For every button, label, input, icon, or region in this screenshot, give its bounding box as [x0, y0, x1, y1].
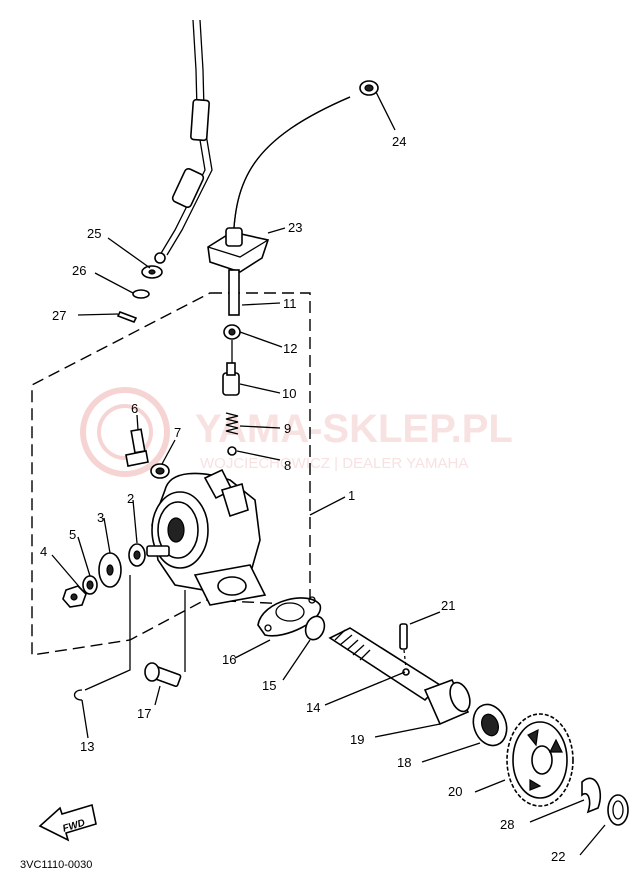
callout-15: 15 [262, 678, 276, 693]
callout-27: 27 [52, 308, 66, 323]
hose-clip [223, 324, 241, 340]
washer-25 [141, 265, 163, 279]
callout-3: 3 [97, 510, 104, 525]
callout-13: 13 [80, 739, 94, 754]
callout-5: 5 [69, 527, 76, 542]
nut-4 [62, 585, 87, 608]
callout-25: 25 [87, 226, 101, 241]
bolt-17 [144, 662, 182, 688]
callout-1: 1 [348, 488, 355, 503]
ring-26 [132, 289, 150, 299]
diagram-code: 3VC1110-0030 [20, 859, 92, 871]
spring [225, 412, 239, 435]
oil-hose-tube [228, 269, 240, 316]
callout-12: 12 [283, 341, 297, 356]
callout-7: 7 [174, 425, 181, 440]
oil-pump-body [146, 468, 267, 606]
callout-labels: 1 2 3 4 5 6 7 8 9 10 11 12 13 14 15 16 1… [40, 134, 565, 864]
callout-11: 11 [283, 296, 297, 311]
watermark-subtitle: WOJCIECHOWICZ | DEALER YAMAHA [200, 455, 468, 472]
collar-19 [423, 679, 471, 726]
forward-direction-arrow: FWD [38, 803, 97, 842]
callout-10: 10 [282, 386, 296, 401]
callout-6: 6 [131, 401, 138, 416]
callout-16: 16 [222, 652, 236, 667]
screw-6 [125, 428, 149, 467]
pin-21 [399, 623, 408, 650]
oring-15 [304, 615, 326, 641]
washer-7 [150, 463, 170, 479]
washer-5 [82, 575, 98, 595]
oil-delivery-pipe [232, 96, 351, 246]
pulley-3 [98, 552, 122, 588]
leader-lines [51, 91, 606, 856]
cap-nut [359, 80, 379, 96]
throttle-cable [154, 19, 213, 264]
callout-2: 2 [127, 491, 134, 506]
circlip-22 [607, 794, 629, 826]
banjo-bolt [222, 362, 240, 396]
callout-8: 8 [284, 458, 291, 473]
screw-27 [116, 310, 138, 324]
washer-2 [128, 543, 146, 567]
callout-17: 17 [137, 706, 151, 721]
callout-24: 24 [392, 134, 406, 149]
callout-4: 4 [40, 544, 47, 559]
callout-14: 14 [306, 700, 320, 715]
watermark-logo-icon [80, 387, 170, 477]
drive-gear-20 [506, 713, 574, 807]
pump-drive-shaft [328, 627, 442, 702]
clip-13 [73, 689, 83, 701]
callout-18: 18 [397, 755, 411, 770]
watermark-title: YAMA-SKLEP.PL [195, 407, 513, 451]
pump-assembly-outline [31, 292, 311, 656]
callout-19: 19 [350, 732, 364, 747]
callout-26: 26 [72, 263, 86, 278]
callout-20: 20 [448, 784, 462, 799]
callout-9: 9 [284, 421, 291, 436]
watermark: YAMA-SKLEP.PL WOJCIECHOWICZ | DEALER YAM… [80, 387, 513, 477]
callout-21: 21 [441, 598, 455, 613]
check-ball [227, 446, 237, 456]
washer-28 [581, 777, 602, 814]
bearing-18 [472, 703, 508, 747]
oil-pipe-holder [207, 227, 270, 273]
callout-23: 23 [288, 220, 302, 235]
callout-22: 22 [551, 849, 565, 864]
gasket-16 [257, 596, 322, 637]
callout-28: 28 [500, 817, 514, 832]
